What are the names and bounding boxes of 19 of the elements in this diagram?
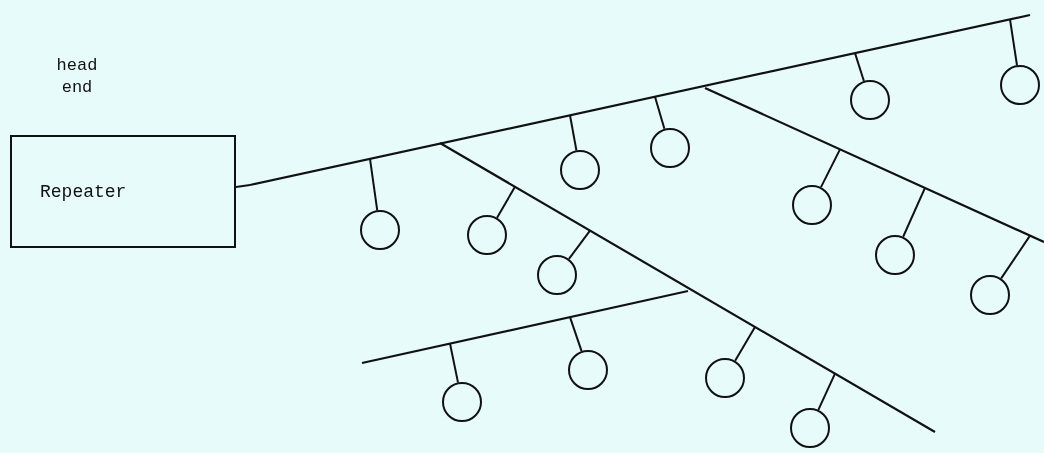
drop-line [1000, 234, 1031, 280]
drop-line [820, 148, 841, 189]
drop-line [569, 316, 583, 353]
drop-line [496, 185, 516, 219]
box-label: Repeater [40, 181, 127, 202]
drop-line [854, 52, 865, 82]
node-caption: head end [55, 55, 99, 99]
cable-line [235, 184, 251, 188]
drop-line [569, 114, 578, 152]
drop-line [654, 95, 666, 130]
repeater-box [10, 135, 236, 248]
drop-line [902, 186, 926, 238]
drop-line [734, 325, 756, 362]
drop-line [369, 157, 379, 212]
drop-line [817, 372, 836, 411]
drop-line [1009, 18, 1018, 67]
drop-line [567, 229, 591, 260]
station-circle [790, 408, 830, 448]
drop-line [449, 342, 459, 384]
